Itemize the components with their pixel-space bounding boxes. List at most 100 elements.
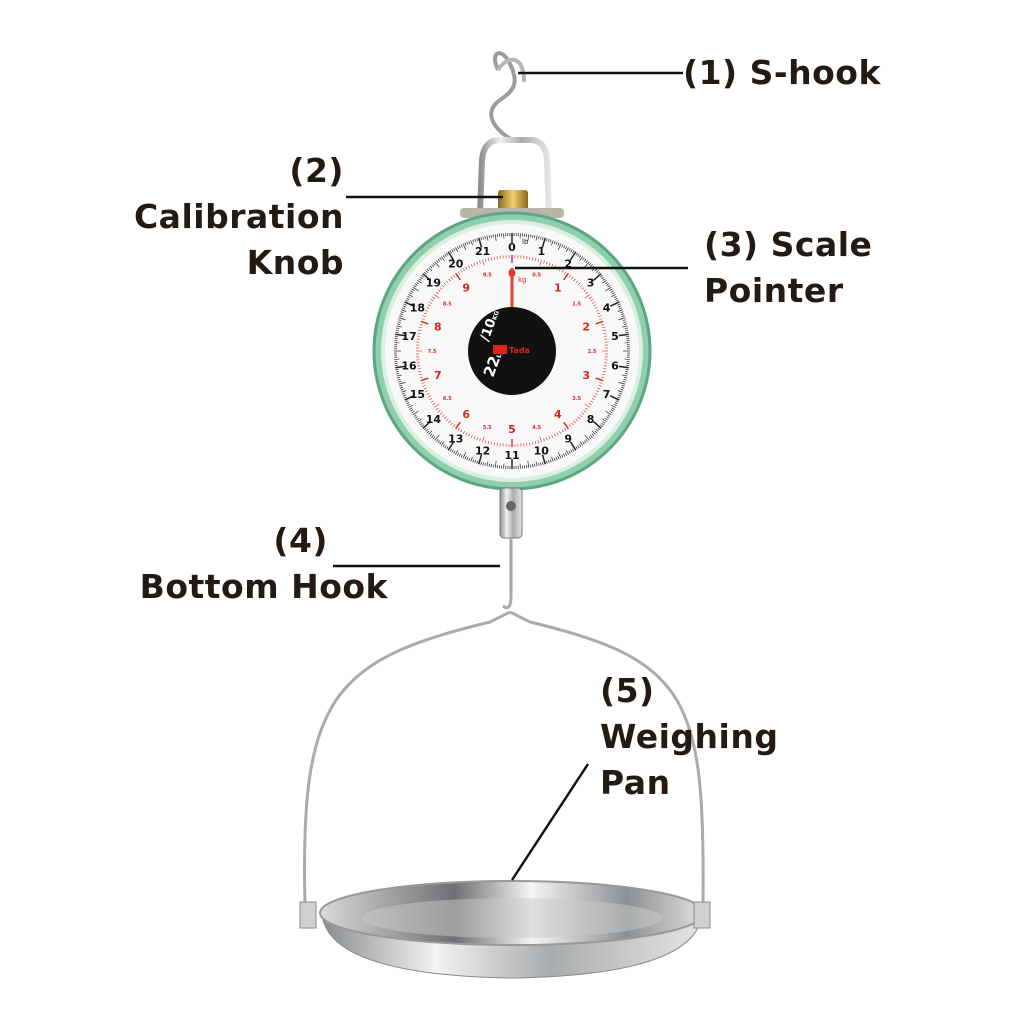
lb-tick bbox=[594, 268, 598, 272]
kg-tick bbox=[457, 271, 460, 275]
lb-tick bbox=[472, 239, 475, 243]
lb-tick bbox=[395, 365, 406, 369]
kg-tick bbox=[581, 412, 585, 415]
kg-tick bbox=[539, 259, 542, 266]
kg-tick bbox=[596, 309, 599, 312]
lb-tick bbox=[609, 288, 613, 291]
kg-tick bbox=[427, 304, 431, 307]
lb-tick bbox=[590, 434, 593, 438]
lb-number: 21 bbox=[475, 245, 490, 258]
lb-tick bbox=[425, 429, 429, 432]
lb-tick bbox=[410, 290, 414, 293]
lb-tick bbox=[541, 237, 546, 248]
lb-tick bbox=[561, 454, 564, 458]
kg-half-number: 6.5 bbox=[443, 396, 452, 402]
lb-tick bbox=[470, 456, 473, 462]
bottom-hook bbox=[502, 538, 513, 610]
kg-tick bbox=[490, 257, 493, 261]
kg-tick bbox=[450, 422, 453, 426]
lb-tick bbox=[398, 317, 406, 321]
kg-tick bbox=[465, 432, 468, 436]
lb-tick bbox=[620, 311, 624, 314]
brand-logo bbox=[493, 345, 507, 354]
lb-number: 3 bbox=[587, 277, 595, 290]
kg-tick bbox=[419, 323, 423, 326]
lb-tick bbox=[621, 315, 625, 317]
lb-tick bbox=[615, 400, 619, 403]
lb-tick bbox=[564, 246, 568, 250]
lb-tick bbox=[557, 242, 560, 246]
lb-tick bbox=[568, 450, 571, 454]
kg-tick bbox=[559, 430, 562, 434]
lb-tick bbox=[431, 264, 434, 268]
kg-tick bbox=[479, 260, 481, 264]
lb-tick bbox=[436, 260, 439, 263]
lb-tick bbox=[396, 327, 400, 329]
lb-tick bbox=[594, 430, 598, 434]
kg-tick bbox=[430, 400, 434, 403]
kg-tick bbox=[425, 390, 428, 393]
lb-number: 14 bbox=[426, 413, 442, 426]
lb-tick bbox=[466, 457, 469, 461]
kg-tick bbox=[418, 373, 422, 376]
kg-tick bbox=[441, 285, 445, 288]
lb-tick bbox=[600, 424, 603, 427]
lb-tick bbox=[614, 402, 618, 405]
kg-tick bbox=[452, 274, 456, 278]
lb-tick bbox=[478, 237, 483, 248]
lb-tick bbox=[418, 278, 422, 281]
lb-tick bbox=[624, 373, 628, 375]
lb-tick bbox=[553, 241, 556, 245]
lb-tick bbox=[534, 235, 536, 239]
kg-tick bbox=[448, 278, 451, 282]
lb-tick bbox=[549, 239, 552, 243]
kg-tick bbox=[579, 414, 583, 417]
lb-tick bbox=[535, 461, 538, 467]
kg-tick bbox=[594, 307, 598, 310]
lb-tick bbox=[423, 427, 427, 431]
lb-tick bbox=[540, 462, 542, 466]
lb-tick bbox=[411, 411, 415, 414]
lb-tick bbox=[398, 381, 406, 385]
lb-tick bbox=[618, 307, 622, 310]
lb-tick bbox=[436, 439, 439, 442]
lb-tick bbox=[417, 418, 422, 422]
lb-tick bbox=[547, 460, 550, 464]
kg-tick bbox=[568, 424, 572, 428]
lb-number: 2 bbox=[564, 257, 572, 270]
lb-tick bbox=[555, 457, 558, 461]
kg-tick bbox=[429, 301, 433, 304]
kg-tick bbox=[473, 436, 476, 440]
lb-tick bbox=[579, 441, 583, 446]
lb-tick bbox=[396, 373, 400, 375]
lb-tick bbox=[615, 299, 619, 302]
dial-numbers: 0123456789101112131415161718192021010.52… bbox=[401, 241, 619, 462]
kg-tick bbox=[563, 421, 569, 430]
lb-tick bbox=[569, 441, 577, 451]
kg-tick bbox=[591, 398, 595, 401]
lb-tick bbox=[565, 247, 569, 252]
kg-tick bbox=[432, 296, 436, 299]
lb-tick bbox=[482, 462, 484, 466]
lb-tick bbox=[402, 392, 406, 395]
lb-tick bbox=[397, 323, 401, 325]
lb-tick bbox=[618, 394, 622, 397]
kg-tick bbox=[448, 420, 451, 424]
kg-tick bbox=[564, 271, 567, 275]
lb-tick bbox=[478, 454, 483, 465]
kg-tick bbox=[435, 291, 439, 295]
lb-tick bbox=[482, 236, 484, 240]
lb-tick bbox=[614, 297, 618, 300]
kg-tick bbox=[422, 384, 426, 387]
kg-tick bbox=[602, 329, 606, 332]
s-hook-top bbox=[496, 57, 526, 82]
kg-tick bbox=[437, 410, 441, 413]
kg-tick bbox=[482, 259, 485, 266]
kg-tick bbox=[601, 376, 605, 379]
kg-tick bbox=[420, 320, 429, 325]
lb-tick bbox=[534, 463, 536, 467]
kg-tick bbox=[476, 261, 479, 265]
lb-tick bbox=[429, 265, 433, 269]
